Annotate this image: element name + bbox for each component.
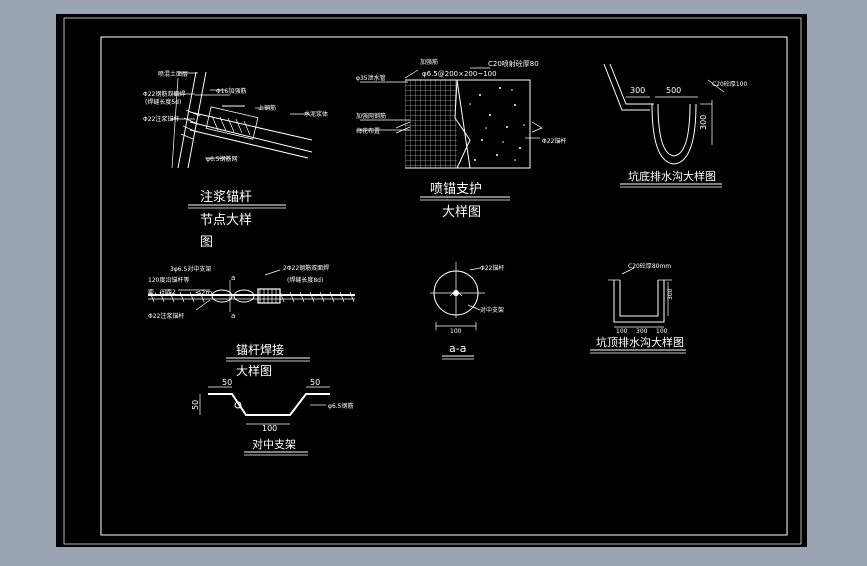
bracket-dim-2: 50 [310,378,320,387]
weld-title-2: 大样图 [236,363,272,378]
shot-label-6: 梅花布置 [356,127,380,135]
bracket-dim-1: 50 [222,378,232,387]
bracket-title: 对中支架 [252,437,296,451]
anchor-node-detail: 喷混土面层 Φ22钢筋双面焊 (焊缝长度5d) Φ16加强筋 Φ22注浆锚杆 上… [143,70,328,250]
top-dim-2: 300 [667,288,674,300]
weld-label-5: a [231,274,235,282]
top-dim-4: 300 [636,328,648,335]
shot-label-4: φ35泄水管 [356,74,386,82]
aa-label-2: 对中支架 [480,306,504,314]
shot-label-1: 加强筋 [420,58,438,66]
shot-label-2: C20喷射砼厚80 [488,59,539,68]
weld-label-4: ≤2m [195,289,212,297]
aa-title: a-a [449,342,466,355]
shot-title-2: 大样图 [442,205,481,220]
bracket-dim-3: 50 [191,400,200,410]
shotcrete-detail: 加强筋 C20喷射砼厚80 φ6.5@200×200~100 φ35泄水管 加强… [356,58,566,220]
node-label-5: Φ22注浆锚杆 [143,115,179,123]
concrete-dots [469,87,525,161]
bracket-dim-4: 100 [262,424,277,433]
node-title-2: 节点大样 [200,213,252,228]
inner-frame [100,36,788,536]
weld-label-2: 120度沿锚杆等 [148,276,189,284]
centering-bracket-detail: 50 50 50 100 φ6.5钢筋 对中支架 [191,378,354,456]
weld-label-6: 2Φ22钢筋双面焊 [283,264,329,272]
mesh-hatch [405,80,457,168]
shot-title-1: 喷锚支护 [430,182,482,197]
node-title-3: 图 [200,235,213,250]
pit-bottom-ditch-detail: 300 500 C20砼厚100 300 坑底排水沟大样图 [603,63,747,188]
node-label-8: φ6.5钢筋网 [206,155,238,163]
weld-label-1: 3φ6.5对中支架 [170,265,211,273]
weld-title-1: 锚杆焊接 [236,342,284,357]
node-label-2: Φ22钢筋双面焊 [143,90,185,98]
anchor-weld-detail: 3φ6.5对中支架 120度沿锚杆等 距，间距2 ≤2m a 2Φ22钢筋双面焊… [148,264,355,378]
bottom-dim-1: 300 [630,86,645,95]
top-dim-3: 100 [616,328,628,335]
bracket-label-5: φ6.5钢筋 [328,402,354,410]
aa-label-1: Φ22锚杆 [480,264,504,272]
node-label-1: 喷混土面层 [158,70,188,78]
aa-dim: 100 [450,328,462,335]
weld-label-8: Φ22注浆锚杆 [148,312,184,320]
weld-label-3: 距，间距2 [148,288,176,296]
shot-label-3: φ6.5@200×200~100 [422,70,497,78]
bottom-label-3: C20砼厚100 [712,80,747,88]
bottom-title: 坑底排水沟大样图 [628,169,716,183]
pit-top-ditch-detail: C20砼厚80mm 300 100 300 100 坑顶排水沟大样图 [590,262,686,354]
weld-label-9: a [231,312,235,320]
node-label-4: Φ16加强筋 [216,87,246,95]
section-aa-detail: Φ22锚杆 对中支架 100 a-a [430,262,504,360]
node-label-3: (焊缝长度5d) [145,98,181,106]
node-label-6: 上钢筋 [258,104,276,112]
bottom-dim-4: 300 [699,115,708,130]
top-label-1: C20砼厚80mm [628,262,671,270]
weld-label-7: (焊缝长度8d) [287,276,323,284]
node-title-1: 注浆锚杆 [200,190,252,205]
top-dim-5: 100 [656,328,668,335]
outer-border [63,17,802,545]
shot-label-7: Φ22锚杆 [542,137,566,145]
bottom-dim-2: 500 [666,86,681,95]
top-title: 坑顶排水沟大样图 [596,335,684,349]
node-label-7: 水泥浆体 [304,110,328,118]
shot-label-5: 加强网钢筋 [356,112,386,120]
